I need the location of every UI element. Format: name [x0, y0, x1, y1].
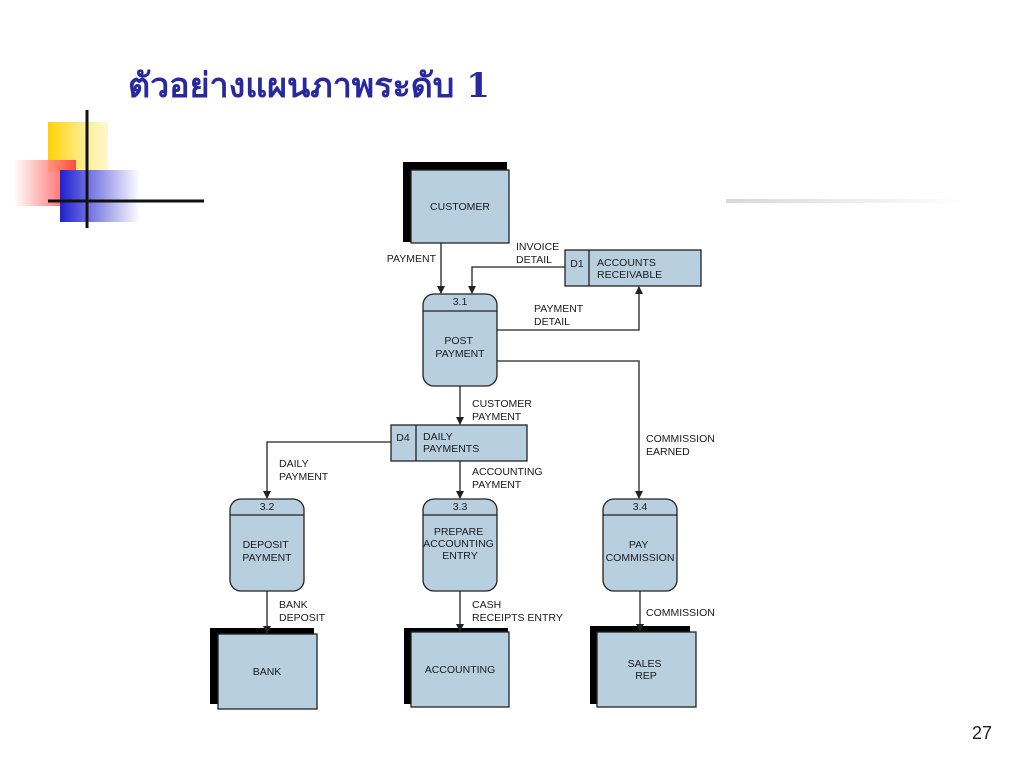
data-store-d4-id: D4 [396, 432, 410, 444]
data-store-d1-id: D1 [570, 258, 584, 270]
flow-invoice-detail-label: INVOICE DETAIL [516, 241, 562, 266]
flow-commission: COMMISSION [636, 591, 715, 632]
process-3-4-id: 3.4 [633, 501, 648, 513]
decorative-logo [14, 110, 204, 228]
entity-accounting-label: ACCOUNTING [425, 664, 496, 676]
process-3-3-label: PREPARE ACCOUNTING ENTRY [423, 526, 497, 562]
flow-commission-earned-label: COMMISSION EARNED [646, 433, 718, 458]
process-3-3: 3.3 PREPARE ACCOUNTING ENTRY [422, 498, 498, 592]
flow-commission-earned: COMMISSION EARNED [497, 360, 718, 499]
process-3-2: 3.2 DEPOSIT PAYMENT [229, 498, 305, 592]
flow-accounting-payment: ACCOUNTING PAYMENT [456, 461, 546, 499]
slide-title: ตัวอย่างแผนภาพระดับ 1 [128, 66, 490, 106]
data-store-d1: D1 ACCOUNTS RECEIVABLE [564, 249, 702, 287]
data-store-d4-label: DAILY PAYMENTS [423, 431, 479, 455]
entity-accounting: ACCOUNTING [404, 628, 510, 708]
flow-daily-payment-label: DAILY PAYMENT [279, 458, 329, 483]
flow-commission-label: COMMISSION [646, 607, 715, 619]
entity-customer: CUSTOMER [403, 162, 510, 244]
decorative-rule [726, 199, 966, 203]
flow-payment-detail-label: PAYMENT DETAIL [534, 303, 586, 328]
slide-number: 27 [971, 723, 992, 743]
entity-bank: BANK [210, 628, 318, 710]
entity-sales-rep: SALES REP [590, 626, 697, 708]
entity-bank-label: BANK [253, 666, 282, 678]
flow-bank-deposit: BANK DEPOSIT [263, 591, 326, 634]
flow-bank-deposit-label: BANK DEPOSIT [279, 599, 326, 624]
flow-accounting-payment-label: ACCOUNTING PAYMENT [472, 466, 546, 491]
process-3-1: 3.1 POST PAYMENT [422, 293, 498, 387]
flow-cash-receipts-entry-label: CASH RECEIPTS ENTRY [472, 599, 563, 624]
process-3-2-id: 3.2 [260, 501, 275, 513]
process-3-2-label: DEPOSIT PAYMENT [242, 539, 292, 564]
data-store-d4: D4 DAILY PAYMENTS [390, 424, 528, 462]
flow-cash-receipts-entry: CASH RECEIPTS ENTRY [456, 591, 563, 632]
flow-payment-label: PAYMENT [387, 253, 437, 265]
entity-customer-label: CUSTOMER [430, 201, 490, 213]
process-3-1-id: 3.1 [453, 296, 468, 308]
flow-customer-payment-label: CUSTOMER PAYMENT [472, 398, 535, 423]
flow-daily-payment: DAILY PAYMENT [263, 441, 391, 499]
flow-payment: PAYMENT [387, 243, 445, 294]
flow-payment-detail: PAYMENT DETAIL [497, 286, 643, 331]
process-3-3-id: 3.3 [453, 501, 468, 513]
process-3-4-label: PAY COMMISSION [606, 539, 675, 564]
flow-customer-payment: CUSTOMER PAYMENT [456, 386, 535, 425]
entity-sales-rep-label: SALES REP [628, 658, 665, 682]
process-3-4: 3.4 PAY COMMISSION [602, 498, 678, 592]
data-store-d1-label: ACCOUNTS RECEIVABLE [597, 257, 662, 281]
process-3-1-label: POST PAYMENT [435, 335, 485, 360]
flow-invoice-detail: INVOICE DETAIL [468, 241, 565, 294]
